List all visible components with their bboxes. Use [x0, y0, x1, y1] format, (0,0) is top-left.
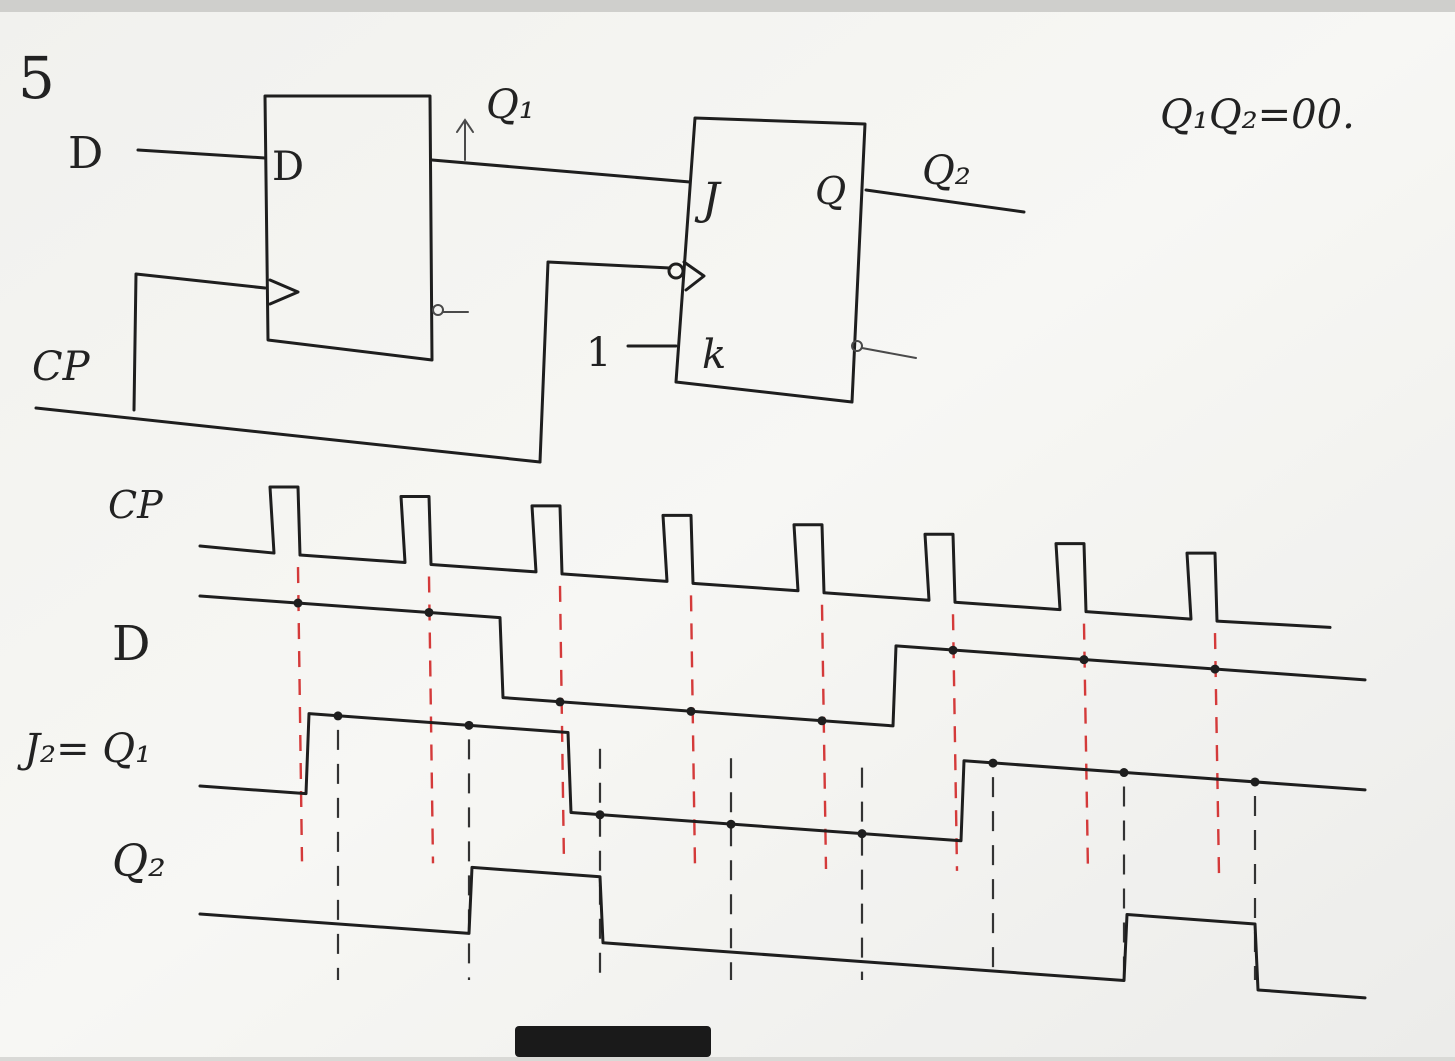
- q1-sample-dot: [464, 720, 474, 730]
- q1-sample-dot: [726, 819, 736, 829]
- q1-waveform: [198, 712, 1367, 843]
- d-sample-dot: [293, 598, 303, 608]
- clock-input-label: CP: [32, 344, 91, 390]
- ff2-qbar-bubble: [851, 340, 863, 352]
- problem-number: 5: [18, 44, 55, 112]
- clock-to-ff2-wire: [538, 260, 672, 464]
- q1-output-label: Q₁: [486, 82, 535, 128]
- q1-sample-dot: [1119, 768, 1129, 778]
- ff1-clock-triangle: [268, 278, 300, 306]
- d-sample-dot: [555, 697, 565, 707]
- ff2-q-pin-label: Q: [815, 169, 846, 213]
- clock-main-wire: [34, 406, 542, 464]
- clock-edge-guide: [558, 585, 566, 866]
- timing-waveforms: [198, 485, 1367, 1000]
- q1-sample-dot: [1250, 777, 1260, 787]
- ff2-box: [674, 116, 867, 404]
- d-sample-dot: [1210, 664, 1220, 674]
- d-sample-dot: [686, 706, 696, 716]
- initial-state-note: Q₁Q₂=00.: [1160, 92, 1355, 138]
- clock-edge-guide: [427, 576, 435, 864]
- ff1-box: [263, 94, 434, 362]
- ff2-jk-flipflop: [667, 116, 917, 404]
- clock-edge-guide: [296, 567, 304, 862]
- d-sample-dot: [948, 645, 958, 655]
- ff2-k-input-label: 1: [586, 330, 611, 376]
- q2-row-label: Q₂: [112, 836, 166, 887]
- clock-to-ff1-wire: [132, 272, 267, 412]
- ff2-k-pin-label: k: [702, 332, 726, 378]
- d-row-label: D: [112, 616, 150, 672]
- q2-waveform: [198, 865, 1367, 1000]
- board-top-frame: [0, 0, 1455, 12]
- q2-output-label: Q₂: [922, 148, 971, 194]
- ff2-clock-bubble: [667, 262, 685, 280]
- q1-sample-dot: [595, 810, 605, 820]
- q2-output-wire: [864, 188, 1026, 214]
- clock-edge-guide: [951, 614, 959, 871]
- ff1-d-wire: [136, 148, 267, 160]
- ff2-qbar-line: [861, 347, 917, 359]
- q1-row-label: J₂= Q₁: [17, 726, 151, 772]
- d-sample-dot: [1079, 655, 1089, 665]
- cp-row-label: CP: [108, 483, 164, 527]
- d-sample-dot: [817, 716, 827, 726]
- ff1-qbar-bubble: [432, 304, 444, 316]
- q1-to-j-wire: [430, 158, 692, 184]
- d-waveform: [198, 594, 1367, 728]
- ff1-d-pin-label: D: [272, 144, 304, 190]
- q1-sample-dot: [857, 829, 867, 839]
- q1-sample-dot: [333, 711, 343, 721]
- ff1-d-flipflop: [263, 94, 469, 362]
- q1-sample-dot: [988, 758, 998, 768]
- q1-arrow-icon: [456, 118, 474, 161]
- d-sample-dot: [424, 607, 434, 617]
- eraser: [515, 1026, 711, 1057]
- ff2-clock-triangle: [682, 260, 706, 292]
- cp-waveform: [198, 485, 1332, 629]
- clock-edge-guide: [1082, 623, 1090, 873]
- ff1-d-input-label: D: [68, 128, 103, 179]
